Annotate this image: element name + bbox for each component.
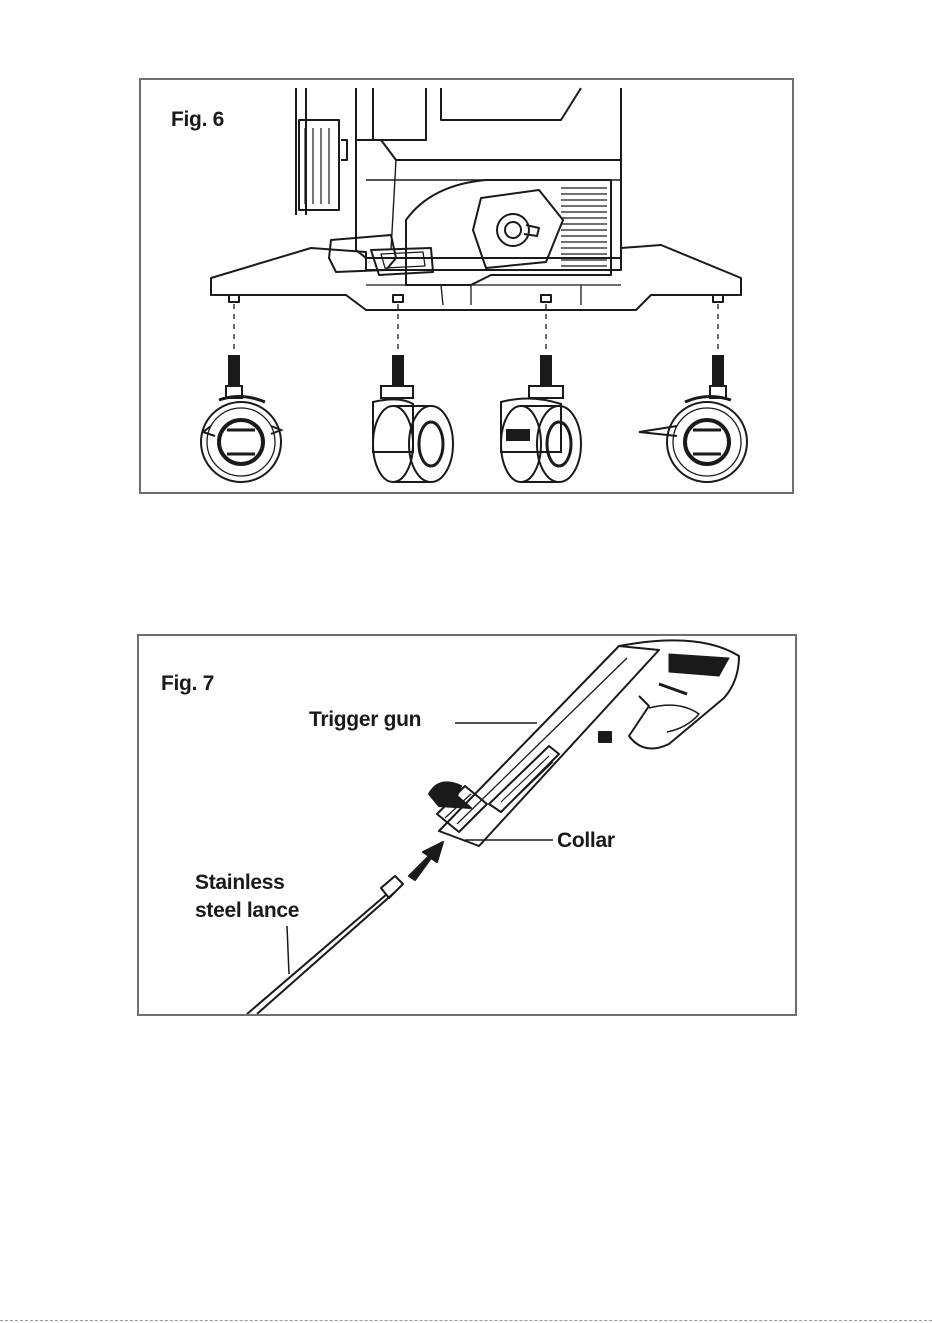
lance-label-line-1: Stainless bbox=[195, 869, 285, 897]
caster-wheel-3 bbox=[501, 356, 581, 482]
figure-7: Fig. 7 bbox=[137, 634, 797, 1016]
caster-wheel-4 bbox=[639, 356, 747, 482]
lance-label-line-2: steel lance bbox=[195, 897, 299, 925]
caster-wheel-1 bbox=[201, 356, 281, 482]
pressure-washer-base-wheels-illustration bbox=[141, 80, 792, 492]
page-bottom-rule bbox=[0, 1320, 932, 1321]
insert-arrow-icon bbox=[409, 842, 443, 880]
caster-wheels bbox=[201, 356, 747, 482]
alignment-guides bbox=[234, 304, 718, 352]
trigger-gun-label: Trigger gun bbox=[309, 706, 421, 734]
trigger-gun-icon bbox=[437, 640, 739, 846]
caster-wheel-2 bbox=[373, 356, 453, 482]
collar-label: Collar bbox=[557, 827, 615, 855]
figure-6: Fig. 6 bbox=[139, 78, 794, 494]
washer-base-plate bbox=[211, 245, 741, 310]
callout-leader-lines bbox=[287, 723, 553, 974]
hose-reel-column bbox=[296, 88, 347, 215]
trigger-gun-lance-illustration bbox=[139, 636, 795, 1014]
